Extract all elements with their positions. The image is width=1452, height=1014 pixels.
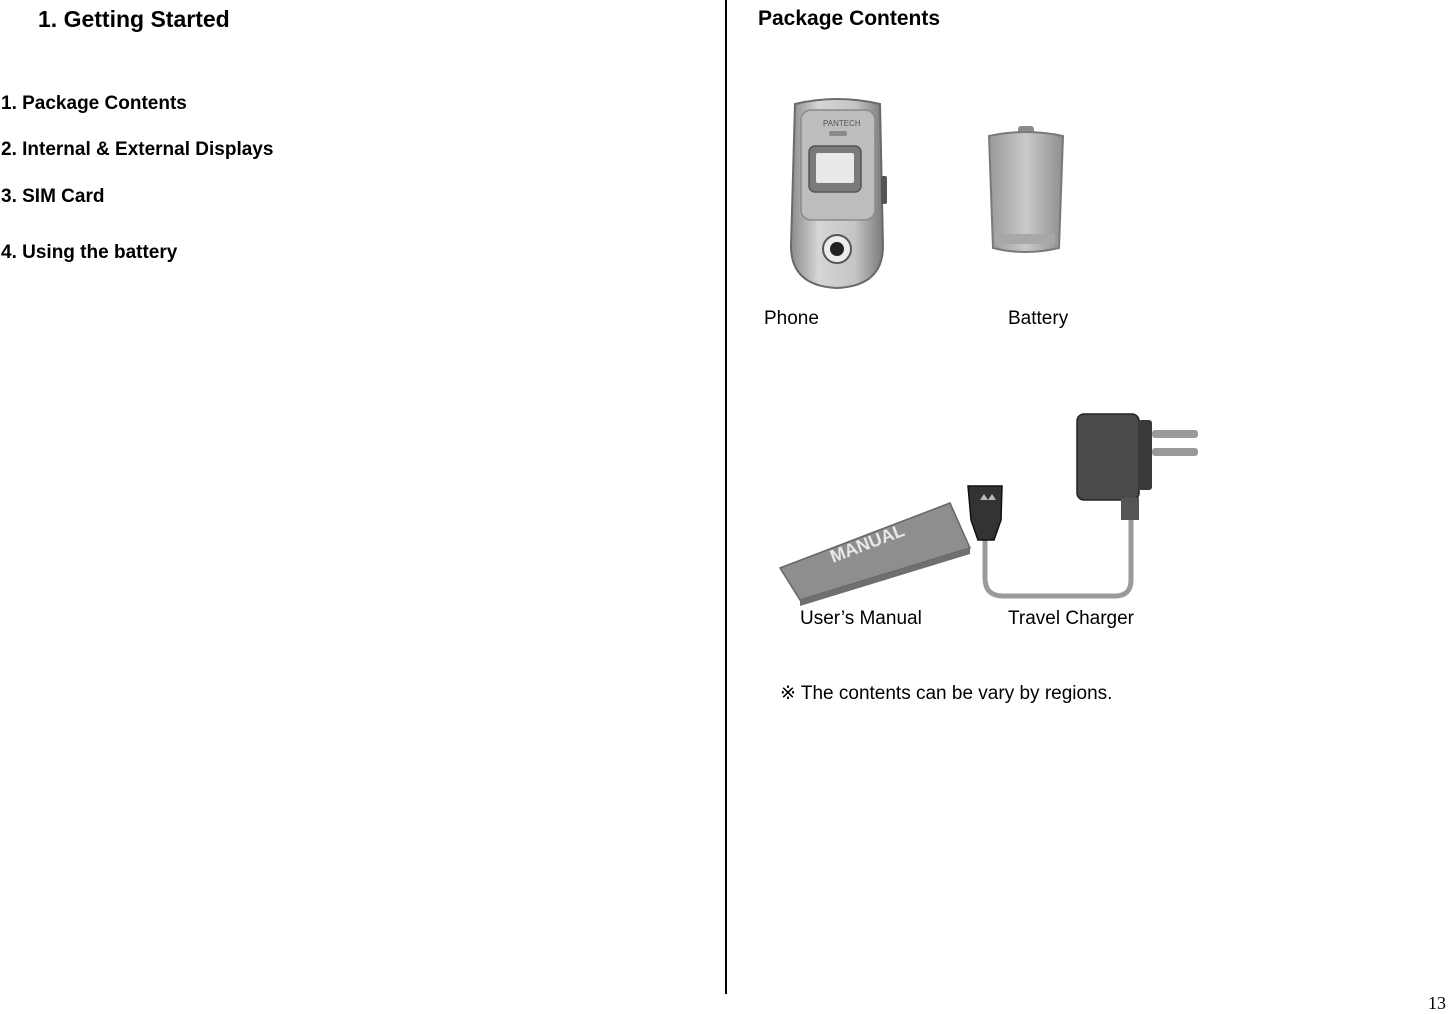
section-title: Package Contents (758, 7, 941, 30)
manual-caption: User’s Manual (800, 608, 922, 629)
toc-item-package-contents[interactable]: 1. Package Contents (1, 93, 187, 114)
toc-item-sim-card[interactable]: 3. SIM Card (1, 186, 105, 207)
charger-caption: Travel Charger (1008, 608, 1135, 629)
page-number: 13 (1428, 993, 1446, 1013)
manual-charger-image: MANUAL (778, 413, 1198, 606)
battery-image (987, 126, 1065, 253)
toc-item-battery[interactable]: 4. Using the battery (1, 242, 178, 263)
chapter-title: 1. Getting Started (38, 6, 230, 32)
toc-item-displays[interactable]: 2. Internal & External Displays (1, 139, 274, 160)
phone-caption: Phone (764, 308, 819, 329)
phone-image: PANTECH (789, 98, 887, 290)
svg-text:PANTECH: PANTECH (823, 119, 861, 128)
column-divider (725, 0, 727, 994)
regional-note: ※ The contents can be vary by regions. (780, 683, 1113, 704)
battery-caption: Battery (1008, 308, 1069, 329)
